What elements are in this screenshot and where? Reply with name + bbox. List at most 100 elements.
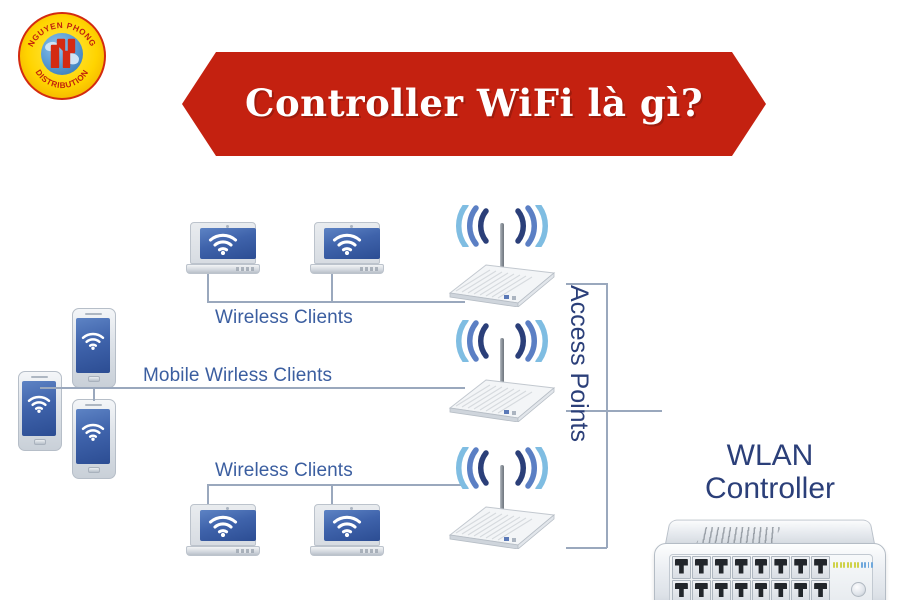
laptop-lid <box>190 504 256 546</box>
ethernet-port <box>691 556 711 579</box>
radio-waves-icon <box>455 320 549 362</box>
laptop-lid <box>314 504 380 546</box>
logo-disc <box>18 12 106 100</box>
phone-home-button <box>34 439 46 445</box>
status-led <box>833 562 835 568</box>
connector-line <box>207 484 209 513</box>
laptop-base <box>186 546 260 556</box>
laptop-device <box>186 222 260 278</box>
ethernet-port <box>791 579 811 600</box>
wlan-title-line2: Controller <box>704 472 836 505</box>
laptop-base <box>310 264 384 274</box>
access-point-device <box>442 320 562 422</box>
radio-waves-icon <box>455 447 549 489</box>
antenna-icon <box>500 338 504 384</box>
status-led <box>846 562 849 568</box>
vent-grille <box>695 527 781 545</box>
label-mobile-wireless-clients: Mobile Wirless Clients <box>143 365 333 386</box>
laptop-keys <box>236 267 254 271</box>
wlan-controller-device <box>650 515 890 600</box>
connector-line <box>93 388 95 401</box>
laptop-camera-icon <box>226 225 229 228</box>
ethernet-port <box>711 556 731 579</box>
ethernet-port <box>731 579 751 600</box>
phone-device <box>72 308 116 388</box>
connector-line <box>207 274 209 302</box>
status-led <box>850 562 853 568</box>
bracket-tick <box>566 283 607 285</box>
ethernet-port <box>791 556 811 579</box>
np-monogram-icon <box>50 38 76 68</box>
laptop-camera-icon <box>350 507 353 510</box>
ethernet-port <box>811 556 830 579</box>
wlan-title-line1: WLAN <box>726 439 814 472</box>
status-led <box>839 562 842 568</box>
laptop-keys <box>360 267 378 271</box>
phone-home-button <box>88 467 100 473</box>
wifi-icon <box>81 423 105 441</box>
phone-speaker <box>85 404 102 406</box>
ethernet-port <box>691 579 711 600</box>
status-led <box>870 562 873 568</box>
wifi-icon <box>332 515 362 537</box>
laptop-device <box>310 504 384 560</box>
phone-device <box>18 371 62 451</box>
status-led <box>864 562 867 568</box>
connector-line <box>207 484 465 486</box>
laptop-base <box>186 264 260 274</box>
page-title: Controller WiFi là gì? <box>245 81 703 125</box>
title-banner: Controller WiFi là gì? <box>182 52 766 156</box>
access-point-body <box>448 506 556 549</box>
ethernet-port <box>811 579 830 600</box>
access-point-body <box>448 379 556 422</box>
status-led <box>853 562 856 568</box>
laptop-camera-icon <box>350 225 353 228</box>
wifi-icon <box>27 395 51 413</box>
ethernet-port <box>731 556 751 579</box>
label-wireless-clients-top: Wireless Clients <box>215 307 353 328</box>
ethernet-port-grid <box>672 556 830 600</box>
laptop-device <box>186 504 260 560</box>
status-led-panel <box>833 558 873 572</box>
wifi-icon <box>332 233 362 255</box>
laptop-device <box>310 222 384 278</box>
wifi-icon <box>208 515 238 537</box>
power-button[interactable] <box>851 582 866 597</box>
ethernet-port <box>672 579 691 600</box>
wlan-controller-title: WLAN Controller <box>650 439 890 505</box>
status-led <box>836 562 839 568</box>
laptop-camera-icon <box>226 507 229 510</box>
network-diagram: Wireless Clients <box>0 175 900 600</box>
ethernet-port <box>771 556 791 579</box>
status-led <box>860 562 863 568</box>
controller-front-panel <box>654 543 886 600</box>
phone-speaker <box>31 376 48 378</box>
banner-shape <box>182 52 766 156</box>
ethernet-port <box>751 556 771 579</box>
access-point-device <box>442 205 562 307</box>
company-logo: NGUYEN PHONG DISTRIBUTION <box>18 12 106 100</box>
laptop-keys <box>360 549 378 553</box>
bracket-tick <box>566 410 607 412</box>
wifi-icon <box>81 332 105 350</box>
ethernet-port <box>711 579 731 600</box>
access-point-device <box>442 447 562 549</box>
ethernet-port <box>672 556 691 579</box>
status-led <box>867 562 870 568</box>
antenna-icon <box>500 223 504 269</box>
connector-line <box>331 484 333 513</box>
connector-line <box>606 410 662 412</box>
bracket-tick <box>566 547 607 549</box>
connector-line <box>331 274 333 302</box>
connector-line <box>40 387 465 389</box>
ethernet-port <box>751 579 771 600</box>
connector-line <box>207 301 465 303</box>
radio-waves-icon <box>455 205 549 247</box>
bracket-vertical <box>606 283 608 548</box>
laptop-base <box>310 546 384 556</box>
laptop-keys <box>236 549 254 553</box>
label-wireless-clients-bottom: Wireless Clients <box>215 460 353 481</box>
phone-device <box>72 399 116 479</box>
ethernet-port <box>771 579 791 600</box>
